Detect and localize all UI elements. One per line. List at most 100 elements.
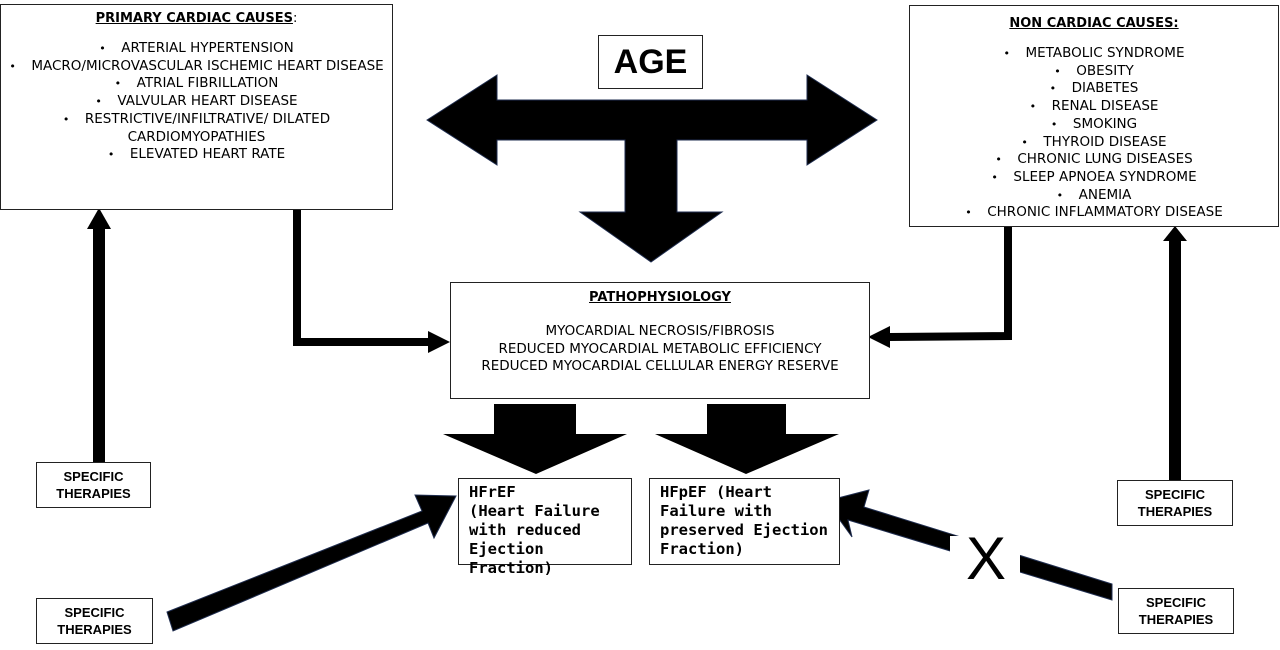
primary-causes-title: PRIMARY CARDIAC CAUSES — [95, 11, 293, 26]
cause-item-label: THYROID DISEASE — [1043, 133, 1167, 150]
blocked-x-mark: X — [965, 525, 1007, 592]
cause-item: • ARTERIAL HYPERTENSION — [9, 40, 384, 58]
patho-to-hfpef-arrow — [655, 404, 839, 474]
pathophysiology-box: PATHOPHYSIOLOGY MYOCARDIAL NECROSIS/FIBR… — [450, 282, 870, 399]
bullet-icon: • — [991, 170, 998, 184]
cause-item-label: CHRONIC INFLAMMATORY DISEASE — [987, 204, 1223, 221]
cause-item: • ELEVATED HEART RATE — [9, 146, 384, 164]
cause-item-label: VALVULAR HEART DISEASE — [117, 93, 298, 110]
therapy-box-bottom-right: SPECIFIC THERAPIES — [1118, 588, 1234, 634]
cause-item-label: OBESITY — [1076, 62, 1134, 79]
bullet-icon: • — [1029, 100, 1037, 114]
bullet-icon: • — [1050, 117, 1058, 131]
patho-to-hfref-arrow — [443, 404, 627, 474]
hfref-line: (Heart Failure — [469, 502, 600, 520]
age-label: AGE — [613, 42, 688, 81]
age-double-arrow — [426, 74, 878, 263]
bullet-icon: • — [99, 42, 106, 55]
bullet-icon: • — [95, 95, 102, 109]
bullet-icon: • — [1054, 64, 1061, 78]
left-therapy-up-shaft — [93, 228, 105, 462]
cause-item: • THYROID DISEASE — [918, 134, 1270, 152]
left-therapy-up-arrowhead — [87, 208, 111, 229]
cause-item: • SLEEP APNOEA SYNDROME — [918, 169, 1270, 187]
primary-causes-title-colon: : — [292, 11, 298, 26]
non-cardiac-causes-box: NON CARDIAC CAUSES: •METABOLIC SYNDROME•… — [909, 5, 1279, 227]
therapy-line2: THERAPIES — [57, 622, 132, 637]
age-box: AGE — [598, 35, 703, 89]
cause-item: • CHRONIC LUNG DISEASES — [918, 151, 1270, 169]
bullet-icon: • — [995, 153, 1002, 167]
therapy-box-bottom-left: SPECIFIC THERAPIES — [36, 598, 153, 644]
cause-item: • DIABETES — [918, 80, 1270, 98]
hfref-line: Ejection — [469, 540, 544, 558]
pathophysiology-line: MYOCARDIAL NECROSIS/FIBROSIS — [545, 323, 775, 339]
bullet-icon: • — [62, 112, 70, 126]
cause-item-label: ATRIAL FIBRILLATION — [136, 75, 279, 92]
cause-item-label: SMOKING — [1072, 115, 1138, 132]
hfref-line: with reduced — [469, 521, 581, 539]
pathophysiology-line: REDUCED MYOCARDIAL METABOLIC EFFICIENCY — [498, 340, 822, 357]
bullet-icon: • — [114, 77, 122, 91]
therapy-line1: SPECIFIC — [64, 605, 125, 620]
therapy-line1: SPECIFIC — [63, 469, 124, 484]
right-therapy-up-arrowhead — [1163, 226, 1187, 241]
bullet-icon: • — [1056, 188, 1064, 202]
noncardiac-to-patho-arrowhead — [868, 326, 890, 348]
cause-item-label: MACRO/MICROVASCULAR ISCHEMIC HEART DISEA… — [31, 57, 384, 74]
bullet-icon: • — [1021, 135, 1028, 149]
therapy-line1: SPECIFIC — [1146, 595, 1206, 610]
therapy-line2: THERAPIES — [1137, 504, 1213, 519]
therapy-box-left: SPECIFIC THERAPIES — [36, 462, 151, 508]
cause-item-label: METABOLIC SYNDROME — [1025, 45, 1185, 61]
bullet-icon: • — [107, 148, 115, 162]
cause-item: • ATRIAL FIBRILLATION — [9, 75, 384, 93]
cause-item: • VALVULAR HEART DISEASE — [9, 93, 384, 111]
cause-item-label: ANEMIA — [1078, 186, 1132, 203]
cause-item-label: SLEEP APNOEA SYNDROME — [1013, 168, 1197, 185]
bullet-icon: • — [1003, 47, 1011, 60]
non-cardiac-causes-list: • METABOLIC SYNDROME • OBESITY • DIABETES • REN… — [918, 45, 1270, 222]
therapy-line2: THERAPIES — [56, 486, 131, 501]
primary-causes-box: PRIMARY CARDIAC CAUSES: • ARTERIAL HYPERT… — [0, 4, 393, 210]
hfpef-line: Failure with — [660, 502, 772, 520]
hfpef-line: preserved Ejection — [660, 521, 828, 539]
primary-to-patho-connector — [293, 207, 430, 346]
cause-item: • RESTRICTIVE/INFILTRATIVE/ DILATED CARDI… — [9, 111, 384, 146]
cause-item: • CHRONIC INFLAMMATORY DISEASE — [918, 204, 1270, 222]
cause-item-label: RENAL DISEASE — [1051, 98, 1159, 115]
right-therapy-up-shaft — [1169, 240, 1181, 480]
cause-item: • METABOLIC SYNDROME — [918, 45, 1270, 63]
therapy-line2: THERAPIES — [1138, 612, 1214, 627]
hfref-line: HFrEF — [469, 483, 516, 501]
primary-to-patho-arrowhead — [428, 331, 450, 353]
bullet-icon: • — [965, 206, 972, 220]
cause-item-label: ELEVATED HEART RATE — [129, 146, 286, 163]
cause-item: • SMOKING — [918, 116, 1270, 134]
cause-item: • OBESITY — [918, 63, 1270, 81]
hfpef-line: Fraction) — [660, 540, 744, 558]
cause-item: • MACRO/MICROVASCULAR ISCHEMIC HEART DISE… — [9, 58, 384, 76]
cause-item: • ANEMIA — [918, 187, 1270, 205]
therapy-box-right: SPECIFIC THERAPIES — [1117, 480, 1233, 526]
therapy-line1: SPECIFIC — [1145, 487, 1205, 502]
pathophysiology-line: REDUCED MYOCARDIAL CELLULAR ENERGY RESER… — [481, 358, 839, 374]
cause-item-label: ARTERIAL HYPERTENSION — [121, 40, 294, 56]
therapy-to-hfref-arrow — [166, 494, 457, 632]
hfpef-line: HFpEF (Heart — [660, 483, 772, 501]
bullet-icon: • — [1049, 82, 1057, 96]
hfref-line: Fraction) — [469, 559, 553, 577]
bullet-icon: • — [9, 59, 16, 73]
pathophysiology-title: PATHOPHYSIOLOGY — [589, 290, 731, 305]
primary-causes-list: • ARTERIAL HYPERTENSION • MACRO/MICROVASCUL… — [9, 40, 384, 164]
cause-item-label: DIABETES — [1071, 80, 1139, 97]
cause-item-label: RESTRICTIVE/INFILTRATIVE/ DILATED CARDIO… — [84, 110, 331, 145]
cause-item-label: CHRONIC LUNG DISEASES — [1017, 151, 1193, 168]
cause-item: • RENAL DISEASE — [918, 98, 1270, 116]
non-cardiac-causes-title: NON CARDIAC CAUSES: — [1009, 16, 1179, 31]
noncardiac-to-patho-connector — [887, 225, 1012, 341]
